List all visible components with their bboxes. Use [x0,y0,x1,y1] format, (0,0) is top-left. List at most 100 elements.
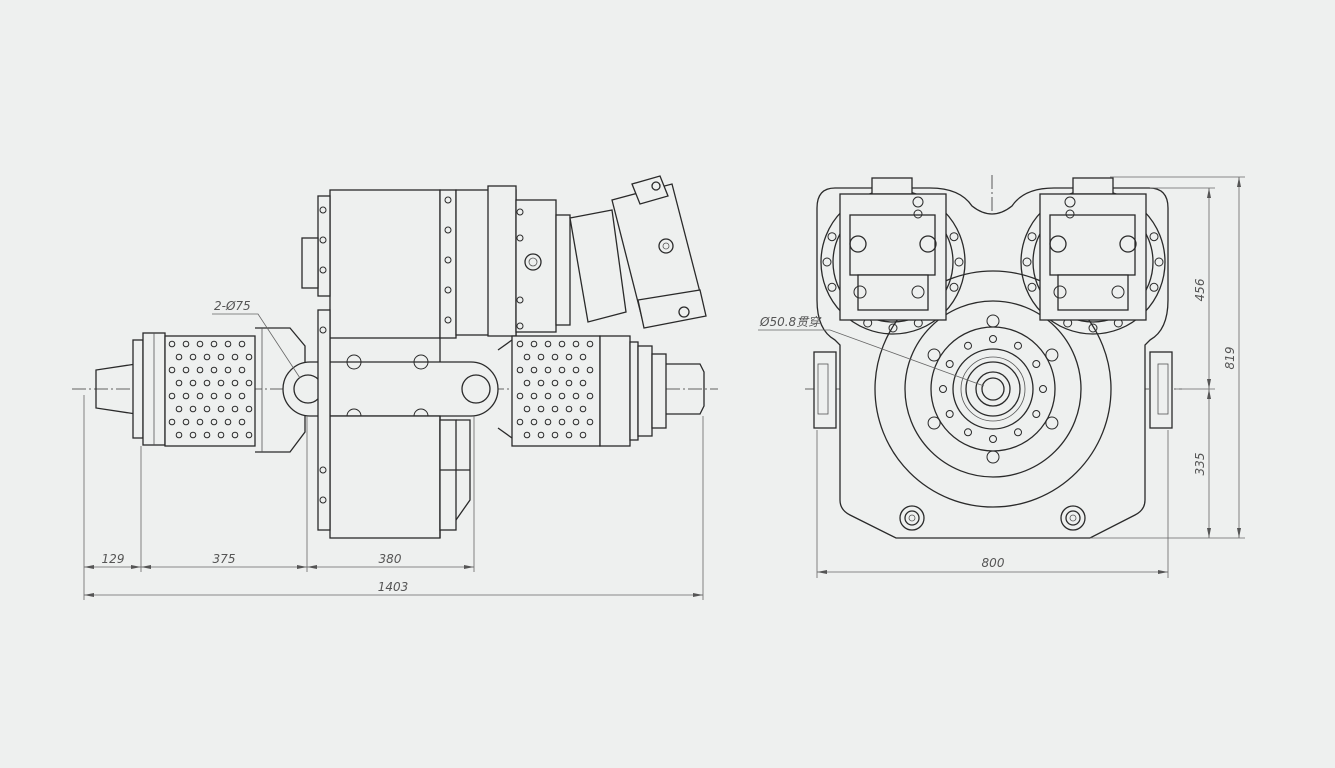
hole-mark [558,418,566,426]
hole-mark [572,340,580,348]
side-view: 129 375 380 1403 2-Ø75 [72,175,718,600]
right-motor-flange [1020,177,1166,335]
hole-mark [189,431,197,439]
hole-mark [551,405,559,413]
hole-mark [586,392,594,400]
hole-mark [196,418,204,426]
hole-mark [530,392,538,400]
hole-mark [1149,282,1159,292]
hole-mark [224,366,232,374]
mounting-studs [899,505,1086,531]
hole-mark [182,366,190,374]
hole-mark [523,353,531,361]
hole-mark [224,392,232,400]
left-bracket [813,351,837,429]
hole-mark [572,392,580,400]
hole-mark [182,392,190,400]
hole-mark [175,353,183,361]
hole-mark [572,366,580,374]
hole-mark [1032,410,1041,418]
right-bracket [1149,351,1173,429]
hole-mark [888,323,898,333]
hole-mark [203,405,211,413]
hole-mark [579,379,587,387]
hole-mark [537,405,545,413]
hole-mark [1045,416,1059,430]
hole-mark [945,360,954,368]
dim-456: 456 [1193,278,1207,301]
hole-mark [189,379,197,387]
hole-mark [989,435,997,443]
hole-mark [210,418,218,426]
hole-mark [822,257,832,267]
dim-380: 380 [379,552,402,566]
hole-mark [558,392,566,400]
hole-mark [189,353,197,361]
hole-mark [558,340,566,348]
hole-mark [1149,232,1159,242]
hole-mark [217,431,225,439]
bore-callout: Ø50.8贯穿 [759,315,822,329]
hole-mark [516,340,524,348]
hole-mark [989,335,997,343]
hole-mark [231,353,239,361]
link-arm [282,354,499,424]
hole-mark [1014,341,1022,350]
hole-mark [544,392,552,400]
hole-mark [827,232,837,242]
hole-mark [523,379,531,387]
hole-mark [217,379,225,387]
hole-mark [579,431,587,439]
hole-mark [245,353,253,361]
hole-mark [175,405,183,413]
hole-mark [196,366,204,374]
hole-mark [551,379,559,387]
hole-mark [565,379,573,387]
hole-mark [586,366,594,374]
side-dimensions: 129 375 380 1403 2-Ø75 [83,299,704,600]
hole-mark [1027,232,1037,242]
hole-mark [203,431,211,439]
hole-mark [565,405,573,413]
hole-mark [544,418,552,426]
hole-mark [1154,257,1164,267]
hole-mark [586,418,594,426]
dim-1403: 1403 [378,580,409,594]
hole-mark [537,431,545,439]
hole-mark [217,405,225,413]
hole-callout: 2-Ø75 [214,299,251,313]
dim-375: 375 [213,552,236,566]
hole-mark [210,392,218,400]
hole-mark [231,431,239,439]
hole-mark [245,405,253,413]
hole-mark [224,340,232,348]
right-perforated-drum [497,335,601,447]
hydraulic-motor [569,175,707,329]
hole-mark [530,340,538,348]
hole-mark [1088,323,1098,333]
hole-mark [1022,257,1032,267]
hole-mark [516,366,524,374]
hole-mark [939,385,947,393]
hole-mark [523,431,531,439]
left-perforated-drum [164,335,256,447]
hole-mark [558,366,566,374]
hole-mark [1014,428,1022,437]
hole-mark [231,405,239,413]
hole-mark [516,418,524,426]
hole-mark [245,431,253,439]
central-rings [874,270,1112,508]
hole-mark [964,341,972,350]
hole-mark [238,392,246,400]
hole-mark [203,379,211,387]
hole-mark [586,340,594,348]
hole-mark [231,379,239,387]
hole-mark [175,431,183,439]
hole-mark [238,340,246,348]
hole-mark [949,282,959,292]
hole-mark [217,353,225,361]
hole-mark [579,405,587,413]
hole-mark [238,418,246,426]
hole-mark [523,405,531,413]
hole-mark [1039,385,1047,393]
